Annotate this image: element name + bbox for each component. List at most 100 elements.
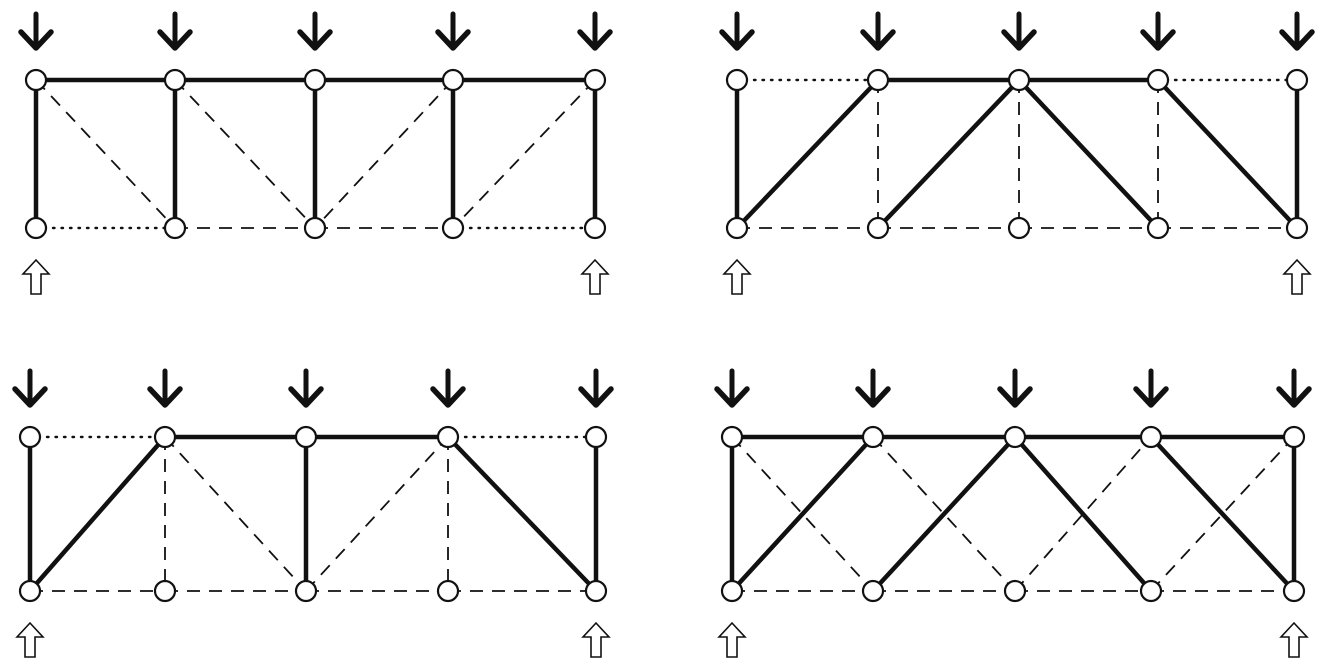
truss-bottom-left-joint-b2	[294, 579, 318, 603]
truss-bottom-left-joint-b4	[584, 579, 608, 603]
truss-top-left-load-arrow-t1	[157, 11, 193, 51]
truss-bottom-right-joint-b4	[1282, 579, 1306, 603]
truss-top-left-member-t3-b2-dashed	[314, 79, 454, 229]
truss-top-right-joint-b3	[1146, 216, 1170, 240]
truss-bottom-right-member-t3-b4-solid	[1148, 434, 1297, 594]
truss-bottom-right-support-arrow-b0	[717, 621, 747, 658]
truss-top-right-member-t3-b4-solid	[1155, 77, 1300, 231]
truss-top-left-joint-b2	[303, 216, 327, 240]
truss-bottom-right-member-t2-b3-solid	[1012, 434, 1154, 594]
truss-bottom-left-load-arrow-t1	[147, 368, 183, 408]
truss-bottom-right-load-arrow-t3	[1133, 368, 1169, 408]
truss-top-left-load-arrow-t3	[435, 11, 471, 51]
truss-top-right-joint-t1	[866, 68, 890, 92]
truss-bottom-right-support-arrow-b4	[1279, 621, 1309, 658]
truss-top-left-joint-t1	[163, 68, 187, 92]
truss-bottom-right-joint-b1	[861, 579, 885, 603]
truss-bottom-right-member-t0-b1-dashed	[731, 436, 874, 592]
truss-bottom-right-load-arrow-t1	[855, 368, 891, 408]
truss-bottom-right-load-arrow-t4	[1276, 368, 1312, 408]
truss-bottom-left-load-arrow-t0	[12, 368, 48, 408]
truss-top-left-member-t4-b3-dashed	[452, 79, 596, 229]
truss-top-right-joint-t4	[1285, 68, 1309, 92]
truss-top-right-joint-t0	[725, 68, 749, 92]
truss-top-left-joint-t2	[303, 68, 327, 92]
truss-top-right-member-t2-b3-solid	[1016, 77, 1161, 231]
truss-top-right-members	[734, 77, 1300, 231]
truss-top-right-support-arrow-b4	[1282, 258, 1312, 295]
truss-bottom-left-joint-t4	[584, 425, 608, 449]
truss-bottom-left-joint-b3	[436, 579, 460, 603]
truss-top-right-joint-b0	[725, 216, 749, 240]
truss-top-left-joint-t0	[24, 68, 48, 92]
truss-top-right-load-arrow-t4	[1279, 11, 1315, 51]
truss-bottom-right-joint-t1	[861, 425, 885, 449]
truss-bottom-left-member-b2-t3-dashed	[305, 436, 449, 592]
truss-top-right-load-arrow-t0	[719, 11, 755, 51]
truss-bottom-left-joint-t1	[153, 425, 177, 449]
truss-top-left-joint-b0	[24, 216, 48, 240]
truss-top-left-joint-t4	[583, 68, 607, 92]
truss-top-left-arrows	[18, 11, 613, 295]
truss-top-right-joint-b4	[1285, 216, 1309, 240]
truss-bottom-left-load-arrow-t3	[430, 368, 466, 408]
members-layer	[27, 77, 1300, 594]
truss-top-right-joint-t2	[1007, 68, 1031, 92]
truss-top-left-support-arrow-b0	[21, 258, 51, 295]
truss-bottom-right-joint-b0	[720, 579, 744, 603]
truss-top-left-member-t0-b1-dashed	[35, 79, 176, 229]
truss-top-left-load-arrow-t2	[297, 11, 333, 51]
truss-bottom-right-member-b2-t3-dashed	[1014, 436, 1152, 592]
truss-bottom-left-members	[27, 434, 599, 594]
truss-bottom-left-joint-t2	[294, 425, 318, 449]
arrows-layer	[12, 11, 1315, 658]
truss-bottom-left-load-arrow-t2	[288, 368, 324, 408]
truss-top-left-support-arrow-b4	[580, 258, 610, 295]
truss-bottom-right-load-arrow-t2	[997, 368, 1033, 408]
truss-bottom-left-load-arrow-t4	[578, 368, 614, 408]
truss-bottom-right-member-b0-t1-solid	[729, 434, 876, 594]
truss-top-right-joint-b2	[1007, 216, 1031, 240]
truss-top-right-joints	[725, 68, 1309, 240]
truss-bottom-right-joint-t0	[720, 425, 744, 449]
truss-top-left-members	[33, 77, 598, 231]
truss-bottom-right-load-arrow-t0	[714, 368, 750, 408]
truss-top-left-joints	[24, 68, 607, 240]
truss-top-right-member-b0-t1-solid	[734, 77, 881, 231]
truss-bottom-left-support-arrow-b0	[15, 621, 45, 658]
truss-bottom-left-arrows	[12, 368, 614, 658]
truss-bottom-left-member-t1-b2-dashed	[164, 436, 307, 592]
truss-bottom-right-joint-b3	[1139, 579, 1163, 603]
nodes-layer	[18, 68, 1309, 603]
truss-bottom-right-joint-t2	[1003, 425, 1027, 449]
truss-top-left-joint-b1	[163, 216, 187, 240]
truss-top-right-joint-t3	[1146, 68, 1170, 92]
truss-top-right-arrows	[719, 11, 1315, 295]
truss-top-left-joint-b3	[441, 216, 465, 240]
truss-bottom-right-arrows	[714, 368, 1312, 658]
truss-bottom-right-members	[729, 434, 1297, 594]
truss-top-right-load-arrow-t3	[1140, 11, 1176, 51]
truss-bottom-right-member-b1-t2-solid	[870, 434, 1018, 594]
truss-bottom-right-joint-b2	[1003, 579, 1027, 603]
truss-top-left-joint-b4	[583, 216, 607, 240]
truss-bottom-left-joint-t3	[436, 425, 460, 449]
truss-bottom-right-joint-t4	[1282, 425, 1306, 449]
truss-top-left-joint-t3	[441, 68, 465, 92]
truss-bottom-left-joint-b0	[18, 579, 42, 603]
truss-top-right-member-b1-t2-solid	[875, 77, 1022, 231]
truss-bottom-left-joint-b1	[153, 579, 177, 603]
truss-top-right-joint-b1	[866, 216, 890, 240]
truss-bottom-right-joint-t3	[1139, 425, 1163, 449]
truss-bottom-left-joints	[18, 425, 608, 603]
truss-bottom-left-joint-t0	[18, 425, 42, 449]
truss-bottom-right-member-t1-b2-dashed	[872, 436, 1016, 592]
truss-top-right-load-arrow-t1	[860, 11, 896, 51]
truss-top-left-load-arrow-t4	[577, 11, 613, 51]
truss-bottom-left-member-t3-b4-solid	[445, 434, 599, 594]
truss-top-right-load-arrow-t2	[1001, 11, 1037, 51]
truss-top-left-member-t1-b2-dashed	[174, 79, 316, 229]
truss-bottom-right-joints	[720, 425, 1306, 603]
truss-top-right-support-arrow-b0	[722, 258, 752, 295]
